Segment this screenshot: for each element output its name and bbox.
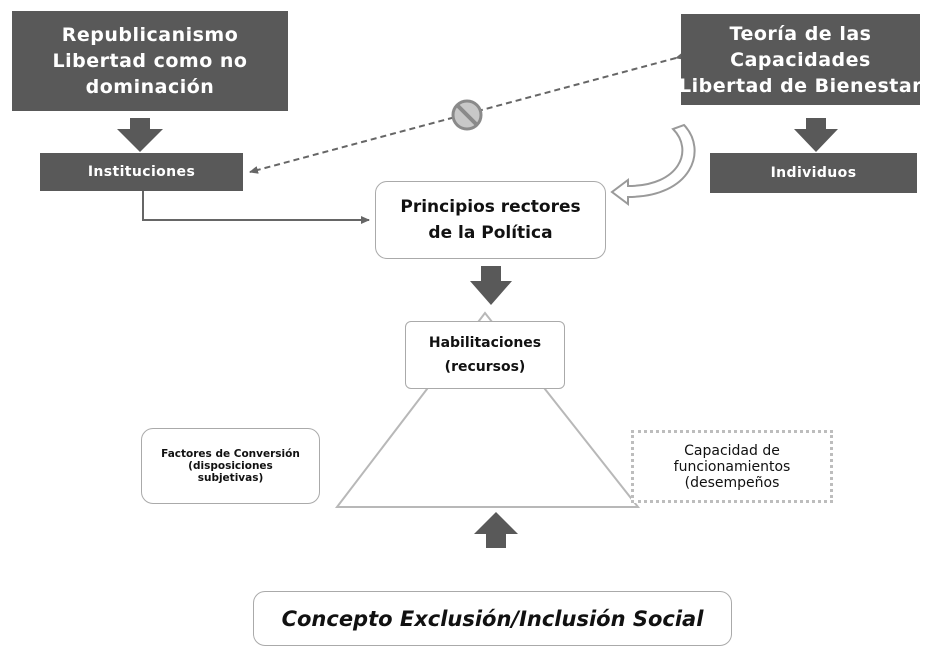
teoria-capacidades-box: Teoría de las Capacidades Libertad de Bi… [678, 14, 923, 105]
capacidad-line-3: (desempeños [684, 474, 780, 491]
habilitaciones-line-2: (recursos) [444, 359, 526, 375]
individuos-label: Individuos [770, 165, 857, 181]
principios-rectores-box: Principios rectores de la Política [375, 181, 606, 259]
capacidad-funcionamientos-box: Capacidad de funcionamientos (desempeños [631, 430, 833, 503]
factores-line-1: Factores de Conversión [161, 448, 300, 460]
down-arrow-teoria [794, 118, 838, 152]
habilitaciones-box: Habilitaciones (recursos) [405, 321, 565, 389]
principios-line-2: de la Política [428, 223, 553, 243]
pyramid-triangle [334, 311, 641, 508]
republicanismo-line-3: dominación [85, 76, 215, 98]
capacidad-line-1: Capacidad de [684, 442, 780, 459]
principios-line-1: Principios rectores [400, 197, 581, 217]
instituciones-box: Instituciones [40, 153, 243, 191]
down-arrow-republicanismo [117, 118, 163, 152]
republicanismo-line-1: Republicanismo [61, 24, 239, 46]
elbow-connector-instituciones [142, 191, 370, 224]
concepto-exclusion-box: Concepto Exclusión/Inclusión Social [253, 591, 732, 646]
prohibited-icon [451, 99, 483, 131]
factores-conversion-box: Factores de Conversión (disposiciones su… [141, 428, 320, 504]
teoria-line-1: Teoría de las [729, 22, 872, 45]
teoria-line-2: Capacidades [730, 48, 871, 71]
capacidad-line-2: funcionamientos [673, 458, 791, 475]
up-arrow-concepto [474, 512, 518, 548]
teoria-line-3: Libertad de Bienestar [678, 74, 923, 97]
instituciones-label: Instituciones [87, 164, 196, 180]
factores-line-2: (disposiciones [188, 460, 273, 472]
habilitaciones-line-1: Habilitaciones [428, 335, 542, 351]
curved-arrow-teoria [610, 123, 696, 206]
concepto-label: Concepto Exclusión/Inclusión Social [281, 606, 704, 631]
individuos-box: Individuos [710, 153, 917, 193]
down-arrow-principios [470, 266, 512, 305]
republicanismo-box: Republicanismo Libertad como no dominaci… [12, 11, 288, 111]
republicanismo-line-2: Libertad como no [52, 50, 248, 72]
factores-line-3: subjetivas) [197, 472, 264, 484]
